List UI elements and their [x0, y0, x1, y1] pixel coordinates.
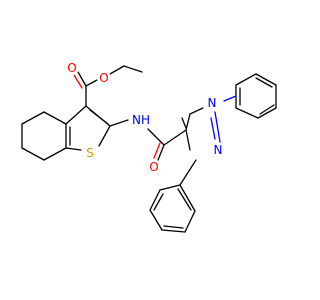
hetero-bonds — [65, 71, 237, 161]
pyrazole-n1-label: N — [208, 96, 217, 110]
atom-labels: O O S NH O N N — [65, 61, 225, 174]
ester-ether-oxygen-label: O — [99, 71, 108, 85]
amide-nh: NH — [130, 112, 152, 128]
carbon-bonds — [21, 65, 277, 233]
ester-carbonyl-oxygen: O — [65, 61, 79, 75]
thiophene-sulfur: S — [83, 146, 97, 160]
molecule-structure: O O S NH O N N — [21, 61, 277, 233]
pyrazole-n2-label: N — [214, 143, 223, 157]
pyrazole-n1: N — [205, 96, 219, 110]
ester-ether-oxygen: O — [97, 71, 111, 85]
amide-oxygen-label: O — [149, 160, 158, 174]
thiophene-sulfur-label: S — [86, 146, 94, 160]
amide-oxygen: O — [147, 160, 161, 174]
ester-carbonyl-oxygen-label: O — [67, 61, 76, 75]
amide-nh-label: NH — [132, 113, 150, 127]
pyrazole-n2: N — [211, 143, 225, 157]
